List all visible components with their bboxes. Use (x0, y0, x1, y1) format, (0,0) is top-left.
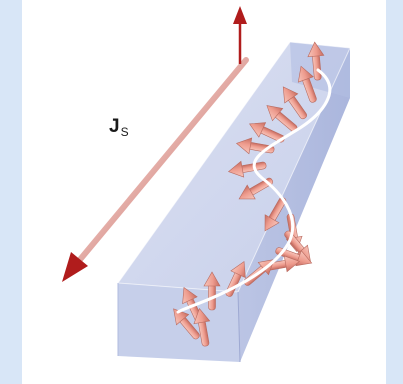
current-label-subscript: S (121, 125, 129, 139)
current-label-main: J (109, 116, 120, 137)
spin-current-label: JS (109, 117, 129, 136)
up-arrow-icon (233, 6, 247, 24)
vertical-arrow (233, 6, 247, 64)
slab (118, 42, 350, 362)
